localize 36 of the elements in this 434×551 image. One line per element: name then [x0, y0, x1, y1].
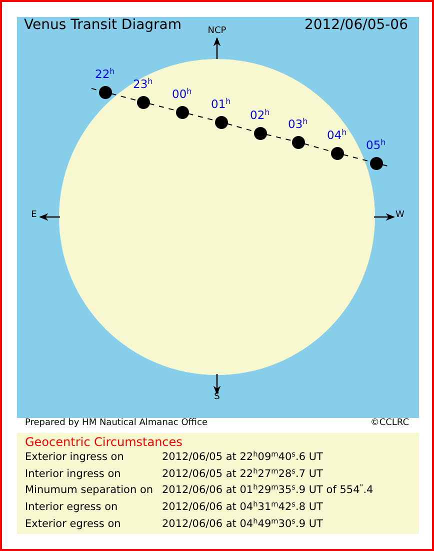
event-name: Minumum separation on: [25, 485, 154, 497]
credit-text: Prepared by HM Nautical Almanac Office: [25, 419, 208, 429]
hour-label: 05$^{h}$: [366, 139, 386, 152]
diagram-title: Venus Transit Diagram: [24, 18, 182, 34]
transit-path-line: [304, 143, 332, 152]
event-name: Exterior egress on: [25, 519, 121, 531]
transit-path-line: [382, 164, 388, 166]
compass-label: S: [214, 393, 220, 403]
event-time: 2012/06/05 at 22$^{h}$27$^{m}$28$^{s}$.7 UT: [162, 469, 323, 481]
event-time: 2012/06/05 at 22$^{h}$09$^{m}$40$^{s}$.6 UT: [162, 452, 323, 464]
section-heading: Geocentric Circumstances: [25, 436, 182, 450]
hour-label: 23$^{h}$: [133, 78, 153, 91]
transit-path-line: [90, 88, 100, 91]
transit-path-line: [148, 103, 176, 111]
event-name: Interior egress on: [25, 502, 118, 514]
event-name: Exterior ingress on: [25, 452, 124, 464]
transit-path-line: [188, 113, 216, 121]
event-time: 2012/06/06 at 01$^{h}$29$^{m}$35$^{s}$.9 UT of 554$^{"}$.4: [162, 485, 374, 497]
hour-label: 03$^{h}$: [288, 118, 308, 131]
copyright-text: ©CCLRC: [370, 419, 409, 429]
event-time: 2012/06/06 at 04$^{h}$49$^{m}$30$^{s}$.9 UT: [162, 519, 323, 531]
transit-path-line: [342, 154, 370, 162]
transit-path-line: [226, 123, 254, 132]
hour-label: 04$^{h}$: [327, 129, 347, 142]
hour-label: 01$^{h}$: [211, 98, 231, 111]
compass-label: W: [396, 211, 404, 221]
transit-path-line: [110, 93, 138, 101]
compass-label: NCP: [208, 27, 226, 37]
event-name: Interior ingress on: [25, 469, 121, 481]
hour-label: 02$^{h}$: [250, 109, 270, 122]
date-range: 2012/06/05-06: [304, 18, 408, 34]
transit-path-line: [266, 134, 292, 141]
hour-label: 00$^{h}$: [172, 88, 192, 101]
hour-label: 22$^{h}$: [95, 68, 115, 81]
compass-label: E: [31, 211, 37, 221]
event-time: 2012/06/06 at 04$^{h}$31$^{m}$42$^{s}$.8 UT: [162, 502, 323, 514]
